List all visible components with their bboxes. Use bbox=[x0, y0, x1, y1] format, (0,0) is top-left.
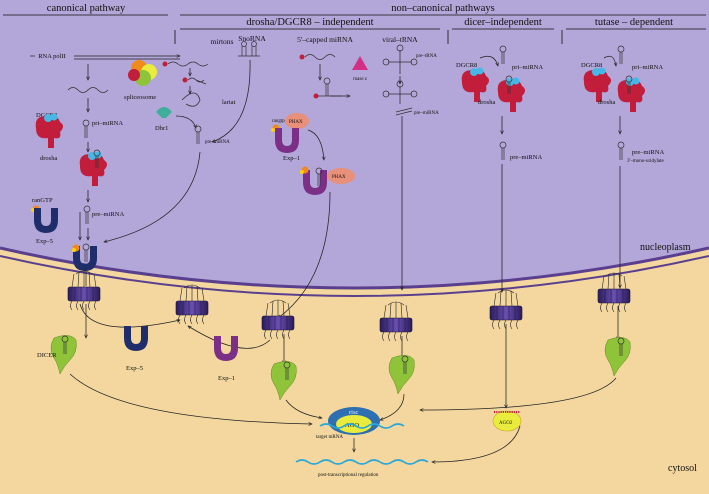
dgcr8-tut-label: DGCR8 bbox=[581, 62, 602, 69]
drosha-independent-title: drosha/DGCR8 – independent bbox=[246, 17, 373, 28]
ago-label: AGO bbox=[345, 422, 359, 429]
risc-label: risc bbox=[349, 409, 359, 416]
drosha-label: drosha bbox=[40, 155, 57, 162]
rnase-z-label: rnase z bbox=[353, 77, 368, 82]
dbr1-label: Dbr1 bbox=[155, 125, 168, 132]
mirtron-to-export-arrow bbox=[104, 151, 201, 242]
pre-mirna-tut-label: pre–miRNA bbox=[632, 149, 664, 156]
phax-label-2: PHAX bbox=[332, 175, 346, 180]
pre-mirna-label: pre–miRNA bbox=[92, 211, 124, 218]
canonical-to-risc-arrow bbox=[69, 373, 312, 424]
snorna-to-pre-mirna-arrow bbox=[212, 59, 251, 142]
cytosol-components: DICER Exp–5 Exp–1 risc AGO target mRNA A… bbox=[37, 326, 631, 478]
capped-mirna-pathway: rangtp PHAX Exp–1 PHAX bbox=[271, 54, 355, 319]
phax-adapter bbox=[285, 113, 309, 129]
pri-mirna-label: pri–miRNA bbox=[92, 120, 123, 127]
dbr1-enzyme bbox=[156, 107, 172, 118]
exp5-cyto-label: Exp–5 bbox=[126, 365, 143, 372]
viral-trna-pathway: rnase z pre–tRNA pre–miRNA bbox=[352, 44, 439, 290]
rangtp-label: ranGTP bbox=[32, 197, 53, 204]
pri-mirna-tut-label: pri–miRNA bbox=[632, 64, 663, 71]
nucleus-region bbox=[0, 0, 709, 288]
viral-trna-subtitle: viral–tRNA bbox=[382, 35, 418, 44]
ago2-protein bbox=[492, 410, 522, 432]
cytosol-label: cytosol bbox=[668, 463, 697, 474]
ago2-label: AGO2 bbox=[499, 421, 513, 426]
mirtron-pathway: spliceosome lariat Dbr1 pre–miRNA bbox=[124, 60, 236, 145]
spliceosome-label: spliceosome bbox=[124, 94, 156, 101]
pri-mirna-dicer-label: pri–miRNA bbox=[512, 64, 543, 71]
capped-export-arrow bbox=[278, 191, 331, 318]
canonical-pathway: RNA polII DGCR8 pri–miRNA drosha ranGTP … bbox=[30, 53, 180, 271]
capped-mirna-subtitle: 5'–capped miRNA bbox=[297, 35, 353, 44]
exp1-label: Exp–1 bbox=[283, 155, 300, 162]
non-canonical-title: non–canonical pathways bbox=[391, 3, 495, 14]
nuclear-envelope-outer bbox=[0, 246, 709, 290]
rnase-z-enzyme bbox=[352, 56, 368, 70]
exp1-cyto-label: Exp–1 bbox=[218, 375, 235, 382]
target-mrna-strand bbox=[319, 423, 405, 429]
target-mrna-label: target mRNA bbox=[316, 435, 343, 440]
dgcr8-dicer-label: DGCR8 bbox=[456, 62, 477, 69]
tutase-to-risc-arrow bbox=[420, 377, 617, 410]
ptr-label: post-transcriptional regulation bbox=[318, 473, 379, 478]
pre-trna-label: pre–tRNA bbox=[416, 54, 437, 59]
lariat-label: lariat bbox=[222, 99, 236, 106]
drosha-tut-label: drosha bbox=[598, 99, 615, 106]
drosha-dicer-label: drosha bbox=[478, 99, 495, 106]
mono-uridylate-label: 3'–mono-uridylate bbox=[627, 159, 665, 164]
phax-label-1: PHAX bbox=[289, 120, 303, 125]
pre-mirna-dicer-label: pre–miRNA bbox=[510, 154, 542, 161]
nuclear-envelope-inner bbox=[0, 255, 709, 297]
dicer-label: DICER bbox=[37, 352, 57, 359]
mirtron-pre-mirna-label: pre–miRNA bbox=[205, 140, 230, 145]
rangtp-capped-label: rangtp bbox=[272, 119, 285, 124]
tutase-dependent-title: tutase – dependent bbox=[595, 17, 673, 28]
dicer-independent-pathway: DGCR8 pri–miRNA drosha pre–miRNA bbox=[456, 45, 543, 292]
rna-pol-label: RNA polII bbox=[38, 53, 66, 60]
nucleoplasm-label: nucleoplasm bbox=[640, 242, 691, 253]
dicer-independent-title: dicer–independent bbox=[464, 17, 542, 28]
ago2-to-regulation-arrow bbox=[432, 425, 521, 462]
canonical-pathway-title: canonical pathway bbox=[47, 3, 126, 14]
tutase-dependent-pathway: DGCR8 pri–miRNA drosha pre–miRNA 3'–mono… bbox=[581, 45, 665, 288]
viral-pre-mirna-label: pre–miRNA bbox=[414, 111, 439, 116]
mirtons-subtitle: mirtons bbox=[211, 37, 234, 46]
regulated-mrna-strand bbox=[295, 459, 429, 465]
exp5-label: Exp–5 bbox=[36, 238, 53, 245]
snorna-subtitle: SnoRNA bbox=[238, 34, 266, 43]
exp5-recycle-arrow bbox=[79, 303, 180, 328]
pri-transcript bbox=[67, 87, 109, 93]
snorna-pathway bbox=[212, 41, 260, 143]
